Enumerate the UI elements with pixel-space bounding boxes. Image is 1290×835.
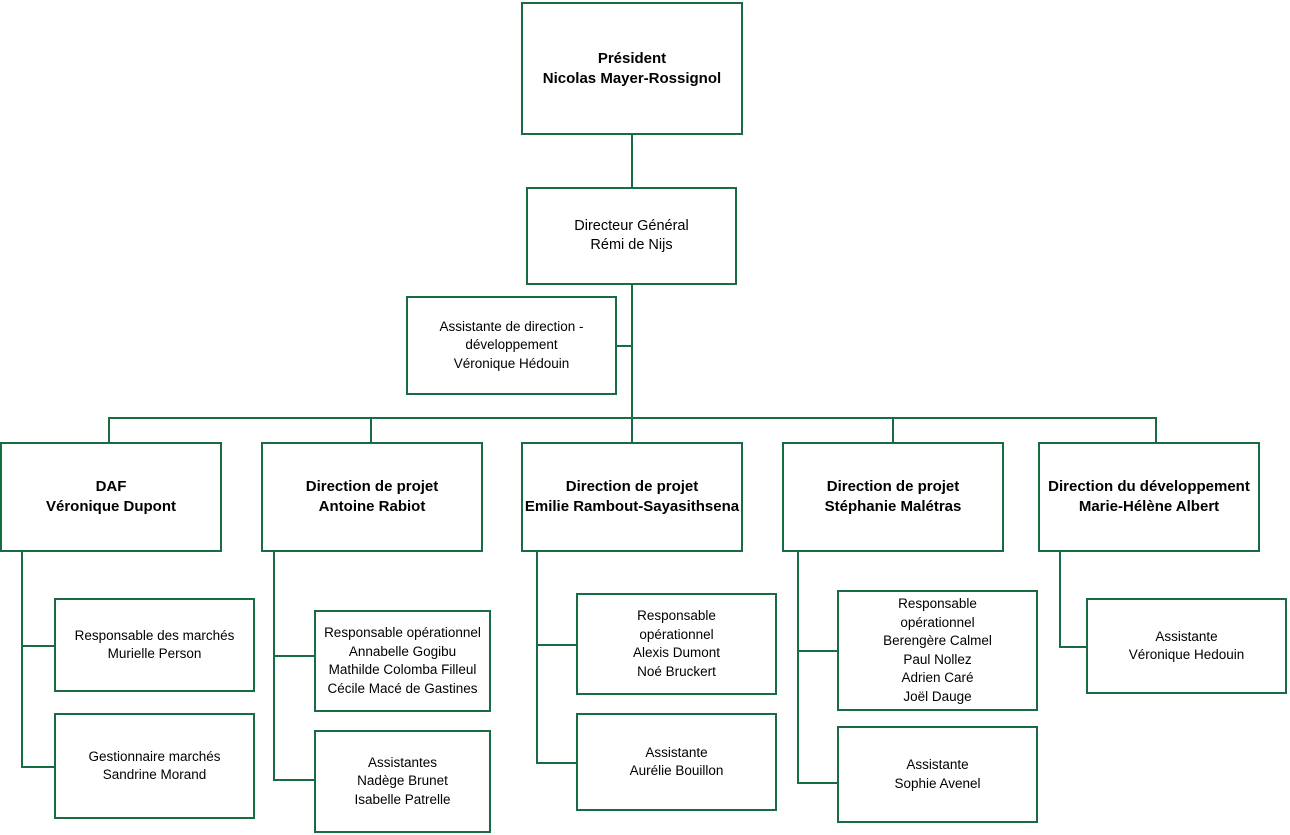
connector-rambout-child-2 xyxy=(536,762,577,764)
connector-maletras-child-1 xyxy=(797,650,838,652)
node-developpement-child-1[interactable]: Assistante Véronique Hedouin xyxy=(1086,598,1287,694)
node-daf[interactable]: DAF Véronique Dupont xyxy=(0,442,222,552)
connector-rabiot-child-2 xyxy=(273,779,315,781)
node-president-person: Nicolas Mayer-Rossignol xyxy=(542,69,722,87)
node-developpement-child-1-person: Véronique Hedouin xyxy=(1128,647,1245,662)
node-directeur-general-person: Rémi de Nijs xyxy=(590,237,673,253)
node-rabiot-child-2-title: Assistantes xyxy=(367,754,438,770)
node-maletras-child-1[interactable]: Responsable opérationnel Berengère Calme… xyxy=(837,590,1038,711)
node-daf-child-1-person: Murielle Person xyxy=(107,646,202,661)
node-rambout-child-2[interactable]: Assistante Aurélie Bouillon xyxy=(576,713,777,811)
connector-rambout-child-1 xyxy=(536,644,577,646)
node-daf-person: Véronique Dupont xyxy=(46,498,176,515)
connector-bus-drop-rambout xyxy=(631,417,633,443)
connector-developpement-spine xyxy=(1059,551,1061,648)
connector-dg-assistante-drop xyxy=(616,345,618,347)
node-rabiot-child-1[interactable]: Responsable opérationnel Annabelle Gogib… xyxy=(314,610,491,712)
node-president-title: Président xyxy=(597,49,667,67)
connector-maletras-child-2 xyxy=(797,782,838,784)
node-daf-child-2[interactable]: Gestionnaire marchés Sandrine Morand xyxy=(54,713,255,819)
node-daf-child-1-title: Responsable des marchés xyxy=(74,627,235,643)
node-rambout-child-1-person: Alexis Dumont Noé Bruckert xyxy=(632,645,721,679)
connector-bus-drop-maletras xyxy=(892,417,894,443)
node-rambout-child-2-title: Assistante xyxy=(645,744,708,760)
node-rambout-child-1-title: Responsable opérationnel xyxy=(637,608,716,642)
node-daf-child-1[interactable]: Responsable des marchés Murielle Person xyxy=(54,598,255,692)
node-rambout-child-2-person: Aurélie Bouillon xyxy=(629,763,724,778)
node-assistante-direction[interactable]: Assistante de direction - développement … xyxy=(406,296,617,395)
node-projet-rabiot-title: Direction de projet xyxy=(305,478,439,495)
node-rabiot-child-2[interactable]: Assistantes Nadège Brunet Isabelle Patre… xyxy=(314,730,491,833)
connector-daf-child-2 xyxy=(21,766,55,768)
connector-daf-spine xyxy=(21,551,23,768)
node-rabiot-child-2-person: Nadège Brunet Isabelle Patrelle xyxy=(354,773,451,807)
node-projet-maletras-person: Stéphanie Malétras xyxy=(824,498,962,515)
node-president[interactable]: Président Nicolas Mayer-Rossignol xyxy=(521,2,743,135)
node-projet-rambout-person: Emilie Rambout-Sayasithsena xyxy=(524,498,740,515)
node-daf-child-2-title: Gestionnaire marchés xyxy=(88,748,221,764)
node-projet-maletras-title: Direction de projet xyxy=(826,478,960,495)
node-assistante-direction-title: Assistante de direction - développement xyxy=(439,318,584,353)
node-rabiot-child-1-person: Annabelle Gogibu Mathilde Colomba Filleu… xyxy=(327,643,478,696)
node-developpement-title: Direction du développement xyxy=(1048,478,1250,495)
node-maletras-child-2[interactable]: Assistante Sophie Avenel xyxy=(837,726,1038,823)
node-developpement-person: Marie-Hélène Albert xyxy=(1078,498,1220,515)
node-maletras-child-2-person: Sophie Avenel xyxy=(894,775,981,791)
connector-dg-assistante xyxy=(616,345,633,347)
node-rambout-child-1[interactable]: Responsable opérationnel Alexis Dumont N… xyxy=(576,593,777,695)
node-projet-rambout-title: Direction de projet xyxy=(565,478,699,495)
node-directeur-general[interactable]: Directeur Général Rémi de Nijs xyxy=(526,187,737,285)
node-directeur-general-title: Directeur Général xyxy=(574,218,689,234)
node-daf-title: DAF xyxy=(95,478,127,495)
node-assistante-direction-person: Véronique Hédouin xyxy=(453,355,570,371)
node-projet-rambout[interactable]: Direction de projet Emilie Rambout-Sayas… xyxy=(521,442,743,552)
connector-maletras-spine xyxy=(797,551,799,784)
connector-bus-drop-developpement xyxy=(1155,417,1157,443)
connector-rabiot-spine xyxy=(273,551,275,781)
connector-bus-drop-daf xyxy=(108,417,110,443)
node-developpement[interactable]: Direction du développement Marie-Hélène … xyxy=(1038,442,1260,552)
connector-rabiot-child-1 xyxy=(273,655,315,657)
connector-bus-drop-rabiot xyxy=(370,417,372,443)
connector-developpement-child-1 xyxy=(1059,646,1087,648)
node-projet-rabiot-person: Antoine Rabiot xyxy=(318,498,426,515)
node-maletras-child-1-person: Berengère Calmel Paul Nollez Adrien Caré… xyxy=(883,633,992,704)
node-projet-maletras[interactable]: Direction de projet Stéphanie Malétras xyxy=(782,442,1004,552)
node-daf-child-2-person: Sandrine Morand xyxy=(102,767,207,782)
connector-dg-trunk xyxy=(631,284,633,419)
connector-daf-child-1 xyxy=(21,645,55,647)
node-projet-rabiot[interactable]: Direction de projet Antoine Rabiot xyxy=(261,442,483,552)
connector-president-dg xyxy=(631,134,633,188)
node-maletras-child-1-title: Responsable opérationnel xyxy=(898,596,977,630)
node-developpement-child-1-title: Assistante xyxy=(1155,628,1218,644)
node-rabiot-child-1-title: Responsable opérationnel xyxy=(324,625,481,640)
connector-rambout-spine xyxy=(536,551,538,764)
node-maletras-child-2-title: Assistante xyxy=(906,757,969,772)
